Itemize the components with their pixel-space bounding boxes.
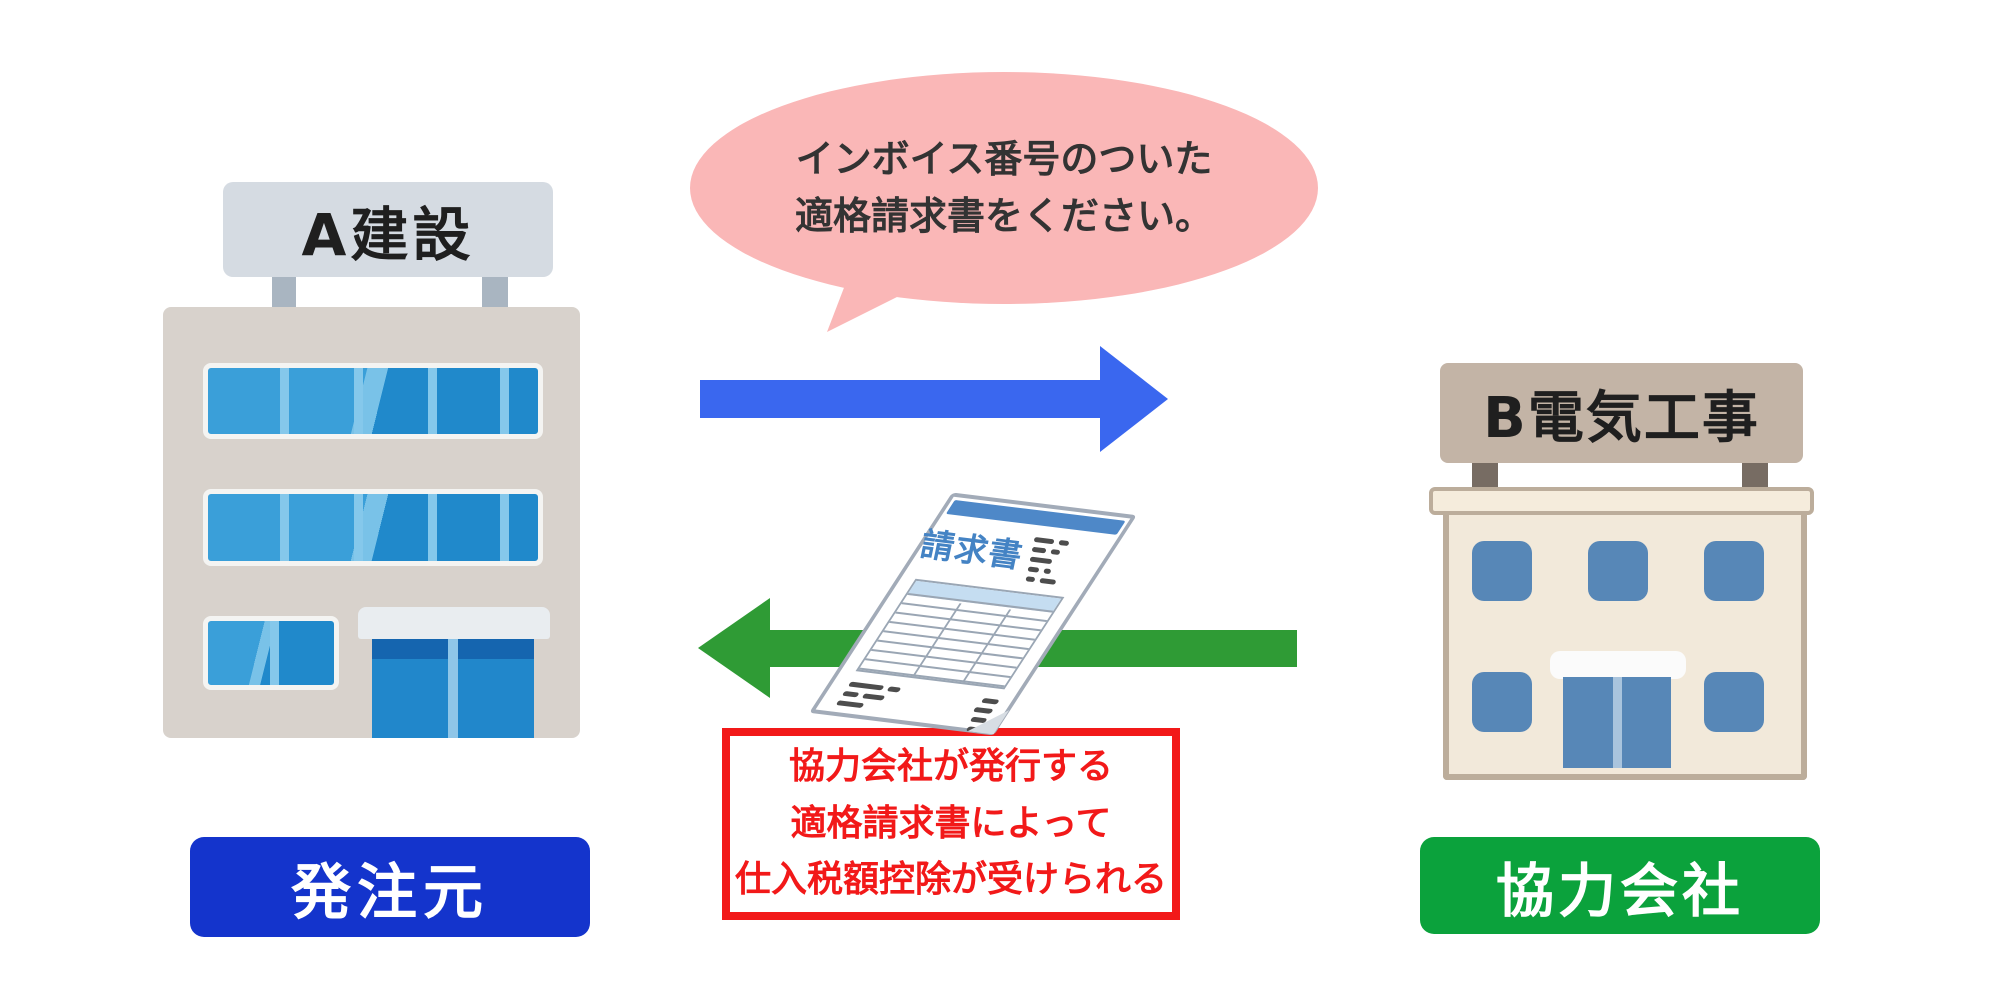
speech-bubble: インボイス番号のついた 適格請求書をください。 bbox=[690, 72, 1318, 304]
orderer-badge-label: 発注元 bbox=[291, 857, 489, 928]
square-window bbox=[1472, 672, 1532, 732]
tax-deduction-note: 協力会社が発行する 適格請求書によって 仕入税額控除が受けられる bbox=[722, 728, 1180, 920]
window-divider bbox=[270, 621, 279, 685]
speech-bubble-line2: 適格請求書をください。 bbox=[794, 194, 1213, 238]
window-divider bbox=[500, 368, 509, 434]
green-left-arrow-head bbox=[698, 598, 770, 698]
window-strip bbox=[203, 363, 543, 439]
window-divider bbox=[428, 494, 437, 561]
right-sign-post bbox=[1742, 458, 1768, 492]
note-line3: 仕入税額控除が受けられる bbox=[734, 859, 1167, 901]
small-window bbox=[203, 616, 339, 690]
door-divider bbox=[448, 639, 458, 738]
right-building-cornice bbox=[1429, 487, 1814, 515]
invoice-table bbox=[855, 578, 1065, 690]
square-window bbox=[1588, 541, 1648, 601]
window-divider bbox=[428, 368, 437, 434]
left-building-sign-label: A建設 bbox=[301, 200, 475, 269]
square-window bbox=[1704, 541, 1764, 601]
blue-right-arrow-shaft bbox=[700, 380, 1102, 418]
window-divider bbox=[280, 368, 289, 434]
invoice-title: 請求書 bbox=[917, 524, 1027, 576]
blue-right-arrow-head bbox=[1100, 346, 1168, 452]
square-window bbox=[1472, 541, 1532, 601]
square-window bbox=[1704, 672, 1764, 732]
window-divider bbox=[354, 368, 363, 434]
note-line2: 適格請求書によって bbox=[790, 802, 1112, 844]
left-building-illustration bbox=[163, 307, 580, 738]
speech-bubble-tail bbox=[827, 272, 907, 332]
window-strip bbox=[203, 489, 543, 566]
right-building-illustration bbox=[1443, 515, 1807, 780]
entrance-awning bbox=[1550, 651, 1686, 679]
orderer-badge: 発注元 bbox=[190, 837, 590, 937]
invoice-text-lines bbox=[1025, 536, 1070, 585]
note-line1: 協力会社が発行する bbox=[788, 746, 1113, 788]
right-building-sign: B電気工事 bbox=[1440, 363, 1803, 463]
window-divider bbox=[280, 494, 289, 561]
window-divider bbox=[354, 494, 363, 561]
right-building-sign-label: B電気工事 bbox=[1483, 385, 1760, 451]
partner-badge: 協力会社 bbox=[1420, 837, 1820, 934]
entrance-door bbox=[372, 639, 534, 738]
door-divider bbox=[1613, 677, 1622, 768]
speech-bubble-line1: インボイス番号のついた bbox=[795, 137, 1213, 181]
invoice-document: 請求書 bbox=[809, 492, 1137, 736]
right-sign-post bbox=[1472, 458, 1498, 492]
entrance-awning bbox=[358, 607, 550, 639]
partner-badge-label: 協力会社 bbox=[1495, 856, 1744, 925]
window-divider bbox=[500, 494, 509, 561]
entrance-door bbox=[1563, 677, 1671, 768]
left-building-sign: A建設 bbox=[223, 182, 553, 277]
